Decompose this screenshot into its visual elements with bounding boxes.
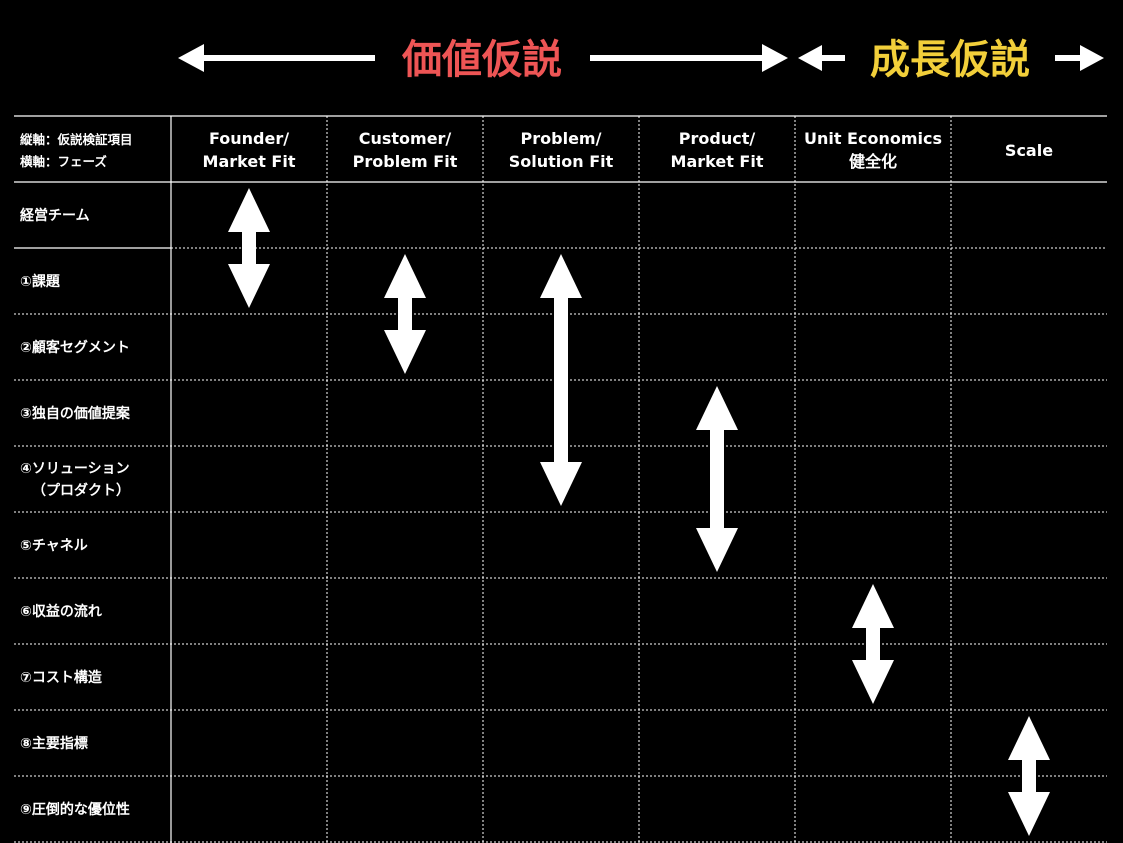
- phase-headers: Founder/Market Fit Customer/Problem Fit Pr…: [203, 129, 1054, 171]
- arrow-head-down: [696, 528, 738, 572]
- corner-label-vertical-axis: 縦軸：仮説検証項目: [20, 132, 133, 147]
- row-label: ②顧客セグメント: [20, 339, 130, 356]
- value-hypothesis-header: 価値仮説: [178, 37, 788, 83]
- row-label: ③独自の価値提案: [20, 405, 131, 422]
- arrow-shaft: [398, 296, 412, 332]
- arrow-head-up: [852, 584, 894, 628]
- value-arrow-right-head: [762, 44, 788, 72]
- phase-header-line1: Founder/: [209, 129, 289, 148]
- phase-header-line1: Scale: [1005, 141, 1053, 160]
- growth-arrow-left-head: [798, 45, 822, 71]
- range-arrows: [228, 188, 1050, 836]
- arrow-head-up: [1008, 716, 1050, 760]
- row-label: ⑦コスト構造: [20, 669, 102, 686]
- phase-header-line2: Market Fit: [671, 152, 764, 171]
- double-headed-arrow: [696, 386, 738, 572]
- row-label: ⑨圧倒的な優位性: [20, 801, 130, 818]
- arrow-head-up: [228, 188, 270, 232]
- row-label: ⑧主要指標: [20, 735, 88, 752]
- double-headed-arrow: [228, 188, 270, 308]
- double-headed-arrow: [540, 254, 582, 506]
- phase-header-line1: Product/: [679, 129, 756, 148]
- arrow-shaft: [866, 626, 880, 662]
- arrow-head-down: [1008, 792, 1050, 836]
- growth-hypothesis-header: 成長仮説: [798, 37, 1104, 83]
- row-label-line1: ④ソリューション: [20, 461, 130, 477]
- row-labels: 経営チーム ①課題 ②顧客セグメント ③独自の価値提案 ④ソリューション （プロダクト） ⑤…: [20, 207, 131, 818]
- phase-header-line1: Unit Economics: [804, 129, 942, 148]
- grid: [14, 115, 1107, 843]
- row-label: ①課題: [20, 273, 61, 290]
- table-header: 縦軸：仮説検証項目 横軸：フェーズ: [20, 132, 133, 169]
- arrow-head-up: [384, 254, 426, 298]
- arrow-head-down: [384, 330, 426, 374]
- arrow-shaft: [242, 230, 256, 266]
- phase-header-line2: 健全化: [849, 152, 897, 171]
- phase-header-line1: Customer/: [359, 129, 452, 148]
- row-label: ⑤チャネル: [20, 538, 88, 554]
- double-headed-arrow: [852, 584, 894, 704]
- arrow-head-up: [540, 254, 582, 298]
- dashed-grid: [14, 116, 1107, 843]
- row-label-line2: （プロダクト）: [32, 482, 130, 499]
- growth-arrow-right-head: [1080, 45, 1104, 71]
- phase-header-line2: Market Fit: [203, 152, 296, 171]
- row-label: ⑥収益の流れ: [20, 603, 102, 620]
- arrow-head-down: [852, 660, 894, 704]
- phase-header-line2: Solution Fit: [509, 152, 614, 171]
- double-headed-arrow: [384, 254, 426, 374]
- arrow-shaft: [710, 428, 724, 530]
- row-label: 経営チーム: [20, 207, 90, 224]
- arrow-head-down: [540, 462, 582, 506]
- growth-hypothesis-title: 成長仮説: [870, 37, 1030, 83]
- arrow-head-up: [696, 386, 738, 430]
- arrow-shaft: [1022, 758, 1036, 794]
- phase-header-line1: Problem/: [521, 129, 602, 148]
- phase-header-line2: Problem Fit: [353, 152, 458, 171]
- value-arrow-left-head: [178, 44, 204, 72]
- corner-label-horizontal-axis: 横軸：フェーズ: [20, 154, 107, 169]
- arrow-head-down: [228, 264, 270, 308]
- value-hypothesis-title: 価値仮説: [401, 37, 562, 83]
- double-headed-arrow: [1008, 716, 1050, 836]
- arrow-shaft: [554, 296, 568, 464]
